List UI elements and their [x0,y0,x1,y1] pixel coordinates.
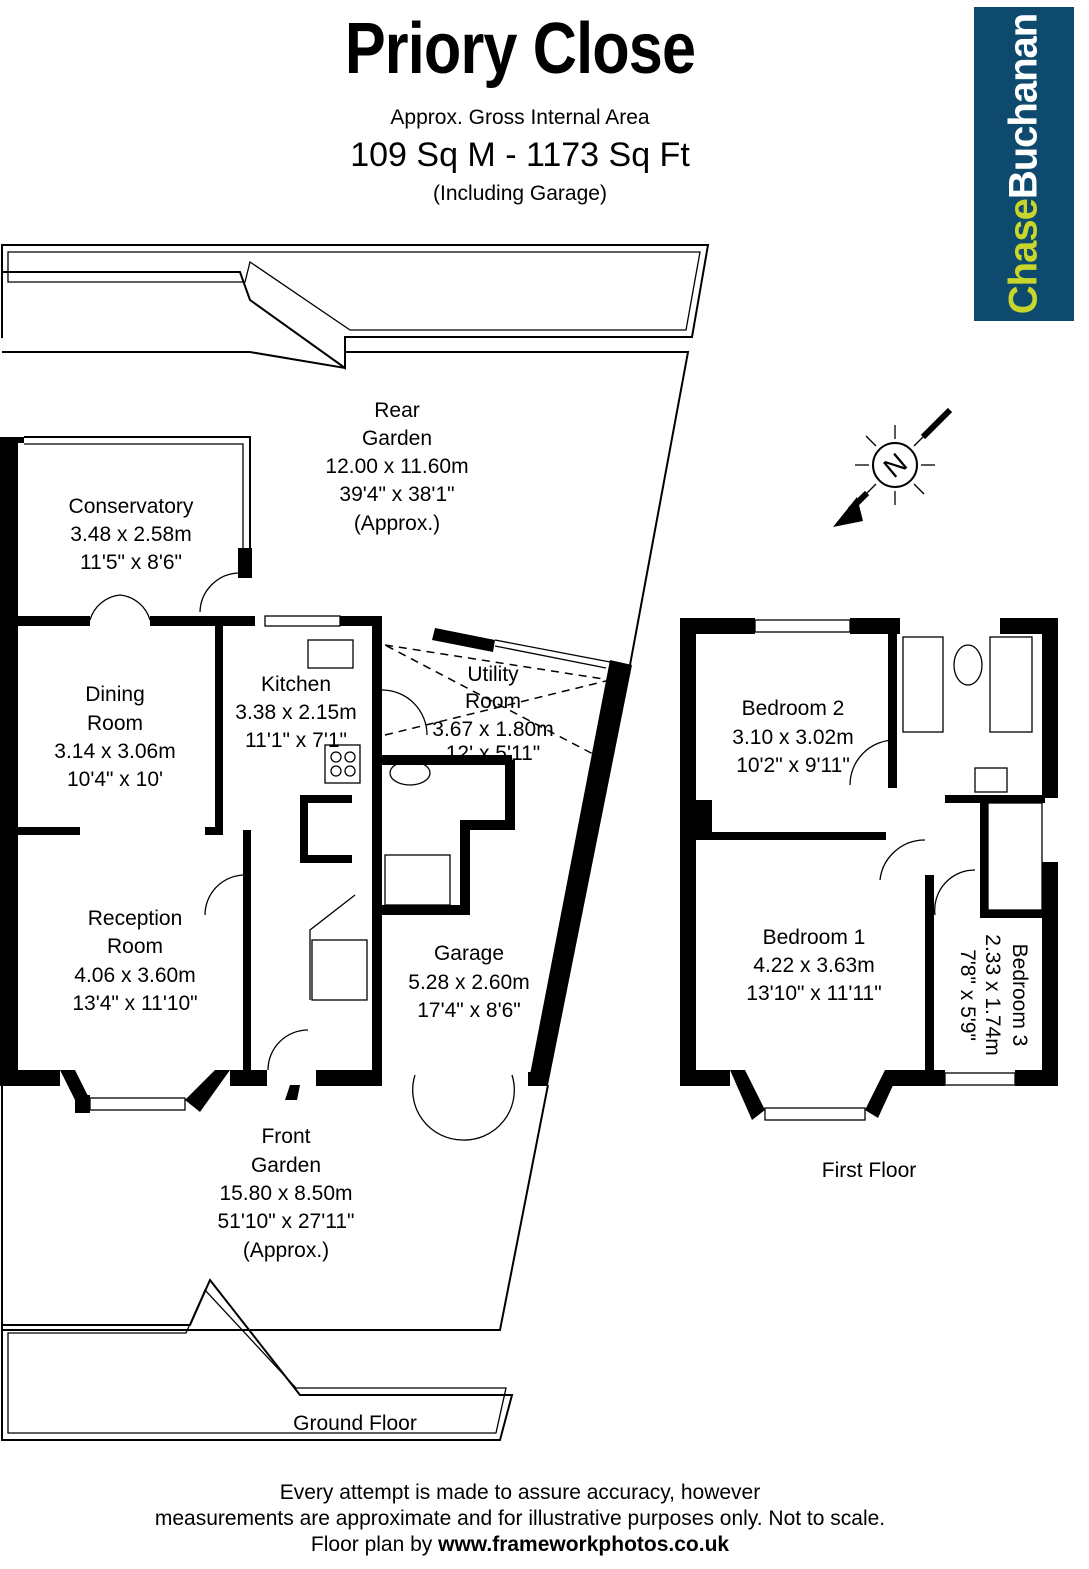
svg-text:12' x 5'11": 12' x 5'11" [446,742,540,765]
conservatory-door [89,594,151,621]
svg-text:3.14 x 3.06m: 3.14 x 3.06m [54,740,175,763]
ground-floor-walls [0,436,632,1113]
room-label-rear-garden: Rear Garden 12.00 x 11.60m 39'4" x 38'1"… [325,399,468,535]
room-label-bedroom-3: Bedroom 3 2.33 x 1.74m 7'8" x 5'9" [956,934,1031,1055]
svg-text:3.10 x 3.02m: 3.10 x 3.02m [732,726,853,749]
svg-text:13'10" x 11'11": 13'10" x 11'11" [746,982,881,1005]
svg-text:Room: Room [465,690,521,713]
garage-doors [412,1074,515,1141]
svg-text:Room: Room [107,935,163,958]
svg-text:Kitchen: Kitchen [261,673,331,696]
svg-text:12.00 x 11.60m: 12.00 x 11.60m [325,455,468,478]
room-label-garage: Garage 5.28 x 2.60m 17'4" x 8'6" [408,942,529,1022]
svg-text:11'1" x 7'1": 11'1" x 7'1" [245,729,347,752]
room-label-utility-room: Utility Room 3.67 x 1.80m 12' x 5'11" [432,663,553,765]
svg-text:3.48 x 2.58m: 3.48 x 2.58m [70,523,191,546]
svg-text:Garden: Garden [362,427,432,450]
svg-text:4.06 x 3.60m: 4.06 x 3.60m [74,964,195,987]
svg-text:Dining: Dining [85,683,145,706]
svg-text:Conservatory: Conservatory [69,495,194,518]
room-label-bedroom-2: Bedroom 2 3.10 x 3.02m 10'2" x 9'11" [732,697,853,777]
room-label-kitchen: Kitchen 3.38 x 2.15m 11'1" x 7'1" [235,673,356,752]
svg-text:39'4" x 38'1": 39'4" x 38'1" [339,483,454,506]
svg-text:13'4" x 11'10": 13'4" x 11'10" [72,992,197,1015]
svg-text:5.28 x 2.60m: 5.28 x 2.60m [408,971,529,994]
svg-text:Rear: Rear [374,399,420,422]
room-label-reception-room: Reception Room 4.06 x 3.60m 13'4" x 11'1… [72,907,197,1015]
svg-text:10'2" x 9'11": 10'2" x 9'11" [736,754,850,777]
svg-text:Bedroom 2: Bedroom 2 [742,697,845,720]
room-label-dining-room: Dining Room 3.14 x 3.06m 10'4" x 10' [54,683,175,791]
hob-icon [324,744,361,784]
svg-text:7'8" x 5'9": 7'8" x 5'9" [956,949,979,1041]
bath-icon [902,636,944,733]
shower-icon [384,854,451,906]
svg-text:2.33 x 1.74m: 2.33 x 1.74m [981,934,1004,1055]
sink-icon [307,639,354,669]
svg-text:Front: Front [261,1125,310,1148]
front-garden-outline [1,1084,549,1441]
stairs-icon [309,894,356,1000]
svg-text:Utility: Utility [467,663,519,686]
svg-text:15.80 x 8.50m: 15.80 x 8.50m [219,1182,352,1205]
credit-link[interactable]: www.frameworkphotos.co.uk [438,1533,730,1556]
room-label-front-garden: Front Garden 15.80 x 8.50m 51'10" x 27'1… [218,1125,355,1262]
first-floor-label: First Floor [822,1159,917,1182]
rear-garden-outline [1,244,710,666]
room-label-bedroom-1: Bedroom 1 4.22 x 3.63m 13'10" x 11'11" [746,926,881,1005]
stairs-icon [987,802,1043,911]
area-note: (Including Garage) [433,182,607,205]
entrance-arrow-icon [285,1085,300,1100]
svg-text:Garden: Garden [251,1154,321,1177]
svg-text:(Approx.): (Approx.) [354,512,440,535]
area-value: 109 Sq M - 1173 Sq Ft [350,136,690,174]
svg-text:(Approx.): (Approx.) [243,1239,329,1262]
first-floor-walls [680,618,1058,1121]
svg-text:3.38 x 2.15m: 3.38 x 2.15m [235,701,356,724]
svg-text:Bedroom 3: Bedroom 3 [1008,944,1031,1047]
svg-text:3.67 x 1.80m: 3.67 x 1.80m [432,718,553,741]
svg-text:17'4" x 8'6": 17'4" x 8'6" [417,999,521,1022]
room-label-conservatory: Conservatory 3.48 x 2.58m 11'5" x 8'6" [69,495,194,574]
svg-text:Garage: Garage [434,942,504,965]
svg-text:10'4" x 10': 10'4" x 10' [67,768,163,791]
disclaimer-line-1: Every attempt is made to assure accuracy… [279,1481,761,1504]
compass-letter: N [878,447,913,484]
ground-floor-label: Ground Floor [293,1412,417,1435]
credit-prefix: Floor plan by [310,1533,439,1556]
basin-icon [974,767,1008,793]
page-title: Priory Close [344,9,696,89]
toilet-icon [953,644,983,686]
north-arrow-icon: N [833,407,953,527]
shower-icon [989,636,1033,733]
disclaimer-line-2: measurements are approximate and for ill… [154,1507,886,1530]
svg-text:4.22 x 3.63m: 4.22 x 3.63m [753,954,874,977]
svg-text:51'10" x 27'11": 51'10" x 27'11" [218,1210,355,1233]
area-label: Approx. Gross Internal Area [390,106,650,129]
disclaimer: Every attempt is made to assure accuracy… [0,1480,1040,1558]
svg-text:11'5" x 8'6": 11'5" x 8'6" [80,551,182,574]
svg-text:Room: Room [87,712,143,735]
svg-text:Reception: Reception [88,907,183,930]
svg-text:Bedroom 1: Bedroom 1 [763,926,866,949]
toilet-icon [389,760,431,786]
ground-floor-fixtures [89,572,611,1141]
chase-buchanan-logo: ChaseBuchanan [974,7,1074,321]
